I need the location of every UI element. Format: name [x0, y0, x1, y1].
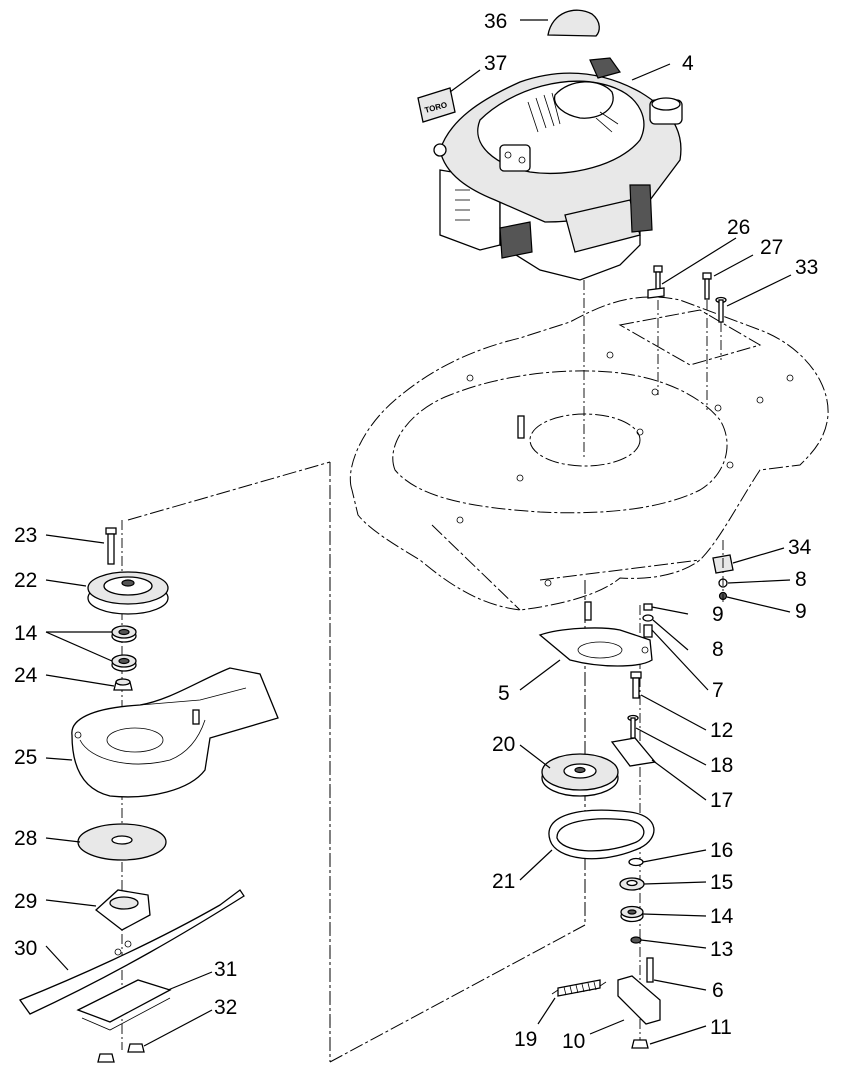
callout-27: 27 [760, 236, 783, 259]
callout-4: 4 [682, 52, 694, 75]
deck-inner-outline [392, 370, 728, 514]
bolt-18 [627, 714, 639, 739]
deck-stud [517, 415, 525, 439]
callout-10: 10 [562, 1030, 585, 1053]
phantom-link-bottom [329, 924, 586, 1063]
callout-21: 21 [492, 870, 515, 893]
callout-30: 30 [14, 937, 37, 960]
adapter-22 [87, 571, 169, 615]
nut-11 [631, 1039, 649, 1049]
bearing-14-right [620, 905, 644, 923]
nut-9-lower [643, 603, 653, 611]
callout-7: 7 [712, 679, 724, 702]
callout-28: 28 [14, 827, 37, 850]
deck-rear-plate [618, 309, 762, 366]
leader-lines [45, 19, 792, 1047]
callout-24: 24 [14, 664, 38, 687]
phantom-link-top [127, 461, 331, 521]
deck-center-opening [529, 413, 641, 467]
bolt-27 [702, 272, 712, 300]
callout-19: 19 [514, 1028, 537, 1051]
bolt-12 [630, 671, 642, 699]
engine [433, 57, 683, 281]
washer-28 [77, 823, 167, 861]
toro-decal: TORO [417, 87, 456, 123]
callout-23: 23 [14, 524, 37, 547]
callout-15: 15 [710, 871, 733, 894]
callout-20: 20 [492, 733, 515, 756]
callout-25: 25 [14, 746, 37, 769]
callout-14-left: 14 [14, 622, 38, 645]
spring-19 [551, 979, 607, 997]
callout-11: 11 [710, 1016, 732, 1039]
mower-deck-outline [349, 296, 829, 611]
callout-9-lower: 9 [712, 603, 724, 626]
belt-21 [548, 809, 655, 860]
idler-arm-10 [617, 975, 661, 1025]
washer-8-lower [642, 614, 654, 622]
callout-5: 5 [498, 682, 510, 705]
air-filter-cover [547, 9, 600, 37]
callout-8-upper: 8 [795, 568, 807, 591]
baffle-31 [76, 979, 172, 1031]
callout-29: 29 [14, 890, 37, 913]
callout-12: 12 [710, 719, 733, 742]
blade-adapter-29 [94, 889, 151, 931]
pulley-20 [541, 753, 619, 797]
callout-17: 17 [710, 789, 733, 812]
callout-22: 22 [14, 569, 37, 592]
nut-24 [113, 678, 133, 691]
callout-labels: 36 37 4 26 27 33 23 22 14 24 25 28 29 30… [14, 10, 818, 1053]
washer-13 [630, 936, 642, 944]
washer-16 [628, 857, 644, 867]
callout-8-lower: 8 [712, 638, 724, 661]
idler-bracket-5 [538, 601, 653, 667]
callout-13: 13 [710, 938, 733, 961]
bearing-14-upper [111, 625, 137, 643]
callout-34: 34 [788, 536, 812, 559]
belt-cover-25 [71, 667, 279, 798]
deck-skirt-line-2 [539, 559, 701, 581]
callout-9-upper: 9 [795, 600, 807, 623]
callout-18: 18 [710, 754, 733, 777]
bracket-17 [610, 737, 657, 767]
callout-26: 26 [727, 216, 750, 239]
callout-33: 33 [795, 256, 818, 279]
callout-6: 6 [712, 979, 724, 1002]
callout-14-right: 14 [710, 905, 734, 928]
shaft-6 [646, 957, 654, 983]
bolt-33 [715, 296, 727, 323]
deck-skirt-line [431, 524, 521, 611]
bearing-14-lower [111, 654, 137, 672]
callout-36: 36 [484, 10, 507, 33]
bolt-26 [647, 265, 665, 299]
blade-30 [18, 889, 245, 1015]
spacer-15 [619, 877, 645, 891]
callout-16: 16 [710, 839, 733, 862]
deck-holes [456, 351, 794, 587]
callout-31: 31 [214, 958, 237, 981]
callout-32: 32 [214, 996, 237, 1019]
callout-37: 37 [484, 52, 507, 75]
spacer-7 [643, 624, 653, 638]
nut-32 [97, 1043, 145, 1063]
bolt-23 [105, 527, 117, 565]
